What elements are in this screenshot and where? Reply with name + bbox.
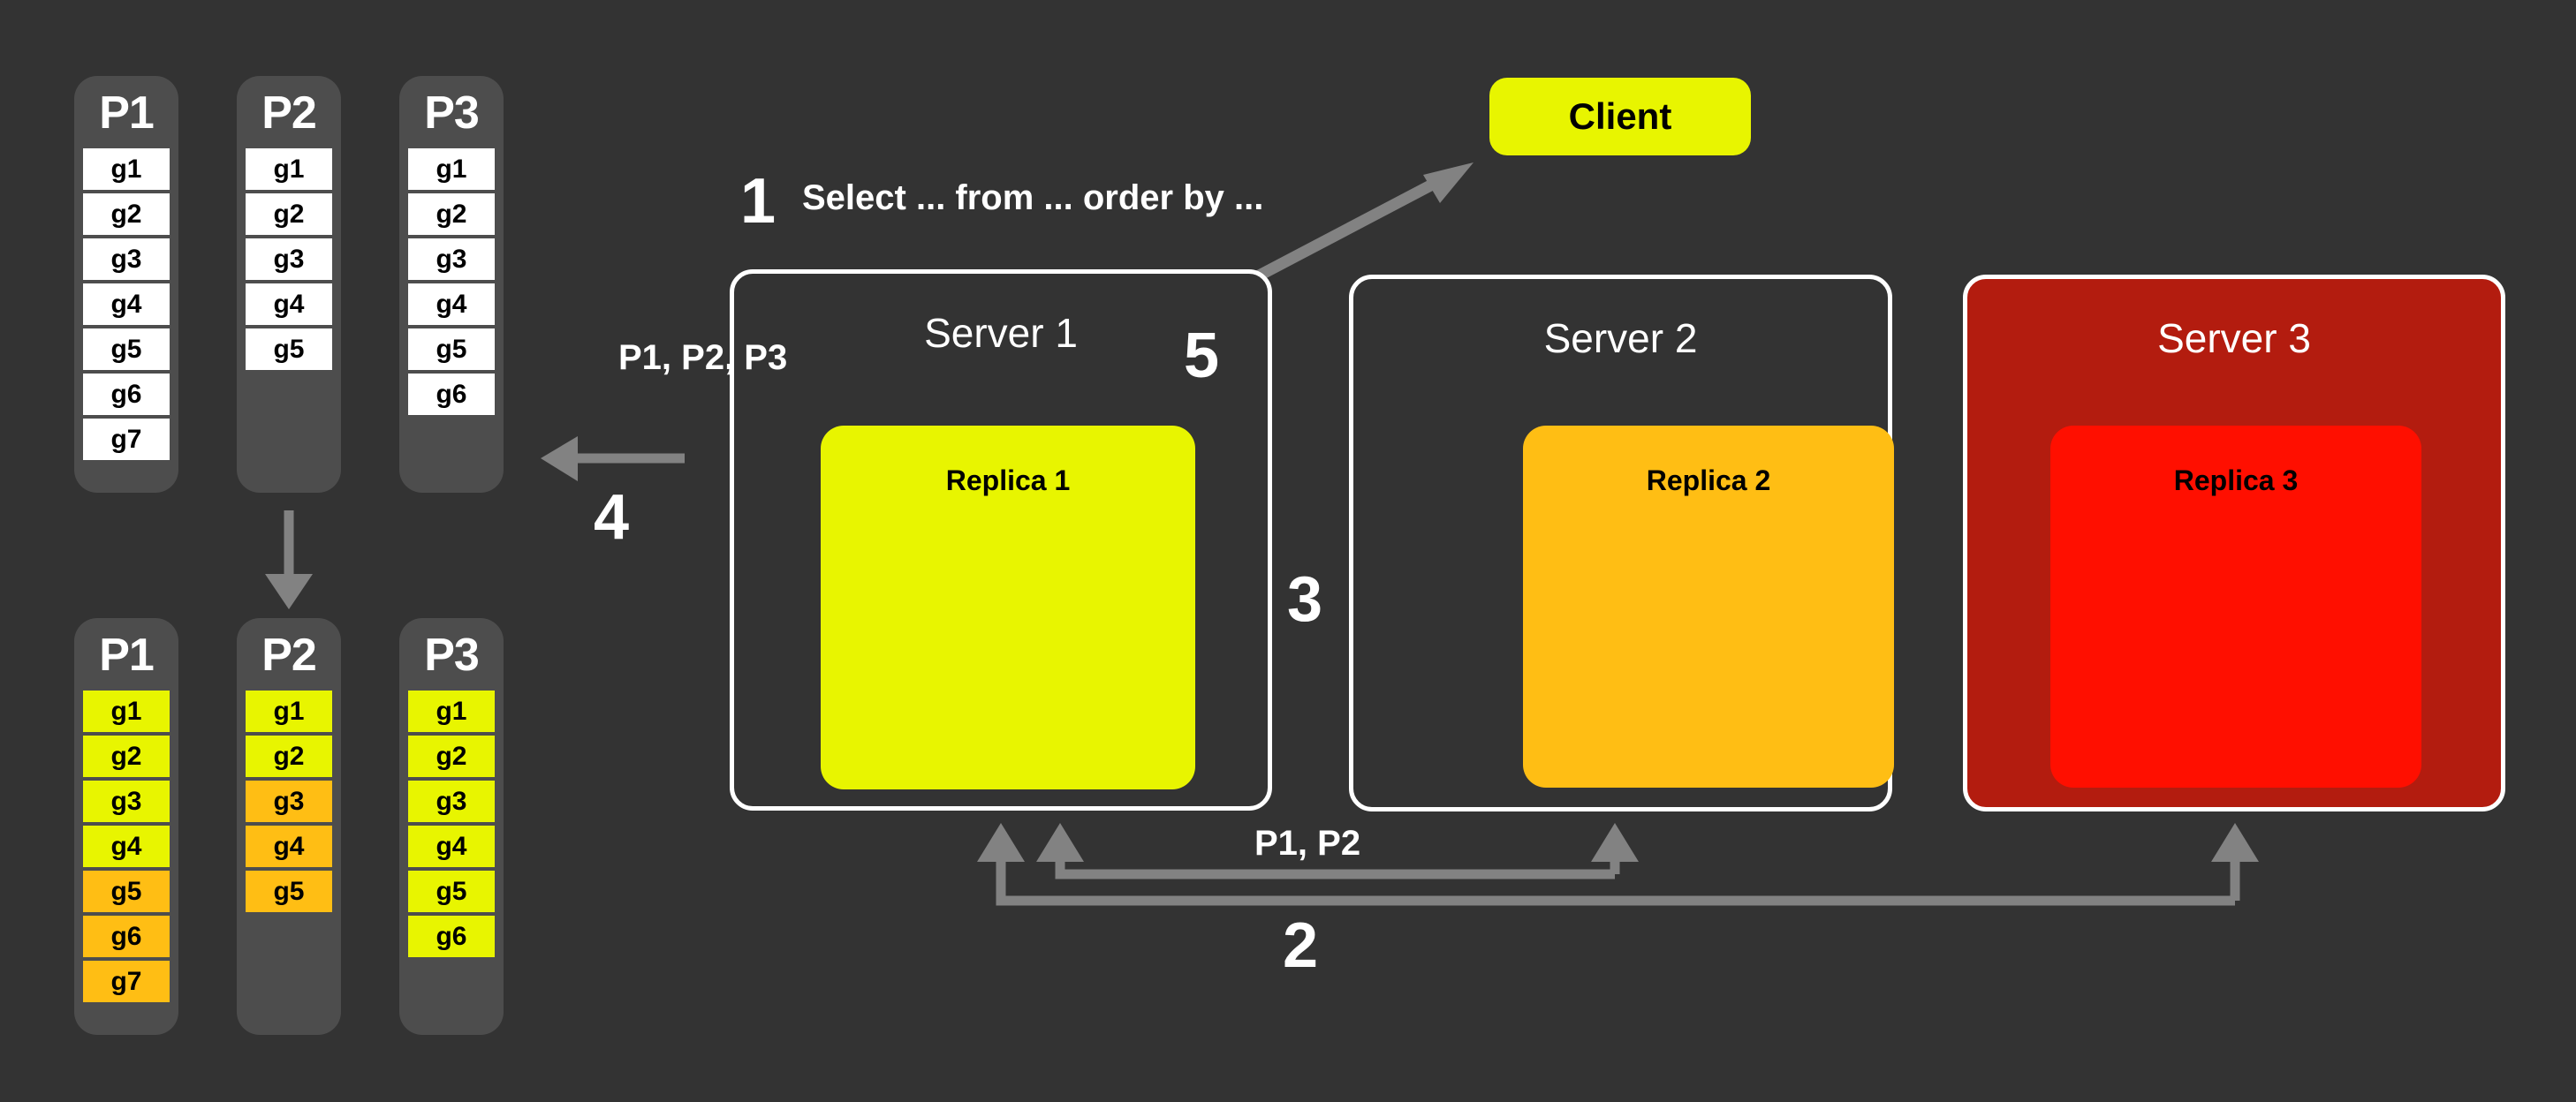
server-2-box[interactable]: Server 2 Replica 2: [1349, 275, 1894, 811]
replica-1-box[interactable]: Replica 1: [821, 426, 1195, 789]
partition-cell: g2: [408, 736, 495, 777]
partition-cell: g4: [246, 826, 332, 867]
server-1-box[interactable]: Server 1 Replica 1: [730, 269, 1272, 811]
step-2-number: 2: [1283, 910, 1319, 981]
partition-cell: g6: [83, 916, 170, 957]
server-2-title: Server 2: [1543, 315, 1698, 361]
partition-cells: g1 g2 g3 g4 g5 g6 g7: [83, 148, 170, 460]
partition-title: P3: [424, 87, 480, 139]
partition-cell: g4: [408, 283, 495, 325]
partition-cells: g1 g2 g3 g4 g5: [246, 691, 332, 912]
replica-1-label: Replica 1: [945, 464, 1071, 496]
partition-title: P2: [261, 630, 317, 681]
partition-cell: g1: [246, 691, 332, 732]
partition-cell: g5: [83, 328, 170, 370]
partition-cell: g6: [408, 374, 495, 415]
partition-cell: g3: [83, 238, 170, 280]
result-partitions-label: P1, P2, P3: [618, 338, 788, 377]
replica-3-label: Replica 3: [2173, 464, 2299, 496]
step-4-number: 4: [594, 482, 630, 553]
arrow-result-out: [541, 436, 685, 481]
server-1-title: Server 1: [924, 310, 1078, 356]
partition-cell: g5: [83, 871, 170, 912]
partition-column-p1-before: P1 g1 g2 g3 g4 g5 g6 g7: [74, 76, 178, 493]
query-label: Select ... from ... order by ...: [802, 178, 1264, 217]
partition-cell: g3: [408, 781, 495, 822]
partition-cell: g4: [246, 283, 332, 325]
partition-cell: g4: [83, 826, 170, 867]
partition-cell: g5: [246, 328, 332, 370]
partition-title: P1: [99, 630, 155, 681]
step-3-number: 3: [1287, 564, 1323, 635]
partition-cell: g3: [246, 238, 332, 280]
client-label: Client: [1568, 95, 1672, 137]
client-box[interactable]: Client: [1489, 78, 1751, 155]
partition-cell: g4: [408, 826, 495, 867]
partition-column-p3-before: P3 g1 g2 g3 g4 g5 g6: [399, 76, 504, 493]
partition-cell: g5: [408, 871, 495, 912]
partition-cell: g1: [246, 148, 332, 190]
partition-cells: g1 g2 g3 g4 g5 g6 g7: [83, 691, 170, 1002]
arrow-server3-to-server1: [977, 823, 2259, 906]
replica-2-box[interactable]: Replica 2: [1523, 426, 1894, 788]
partition-cells: g1 g2 g3 g4 g5 g6: [408, 148, 495, 415]
partition-column-p2-after: P2 g1 g2 g3 g4 g5: [237, 618, 341, 1035]
partition-cell: g2: [83, 736, 170, 777]
partition-cell: g2: [83, 193, 170, 235]
partition-cell: g5: [408, 328, 495, 370]
partition-title: P3: [424, 630, 480, 681]
partition-cell: g1: [83, 148, 170, 190]
server-3-title: Server 3: [2157, 315, 2311, 361]
partition-cell: g2: [246, 193, 332, 235]
partition-cell: g1: [408, 691, 495, 732]
partition-cells: g1 g2 g3 g4 g5 g6: [408, 691, 495, 957]
partition-cells: g1 g2 g3 g4 g5: [246, 148, 332, 370]
partition-cell: g7: [83, 961, 170, 1002]
replica-2-label: Replica 2: [1646, 464, 1771, 496]
partition-title: P2: [261, 87, 317, 139]
partition-cell: g6: [408, 916, 495, 957]
replica-3-box[interactable]: Replica 3: [2050, 426, 2421, 788]
partition-title: P1: [99, 87, 155, 139]
partition-cell: g4: [83, 283, 170, 325]
server-3-box[interactable]: Server 3 Replica 3: [1963, 275, 2505, 811]
transferred-partitions-label: P1, P2: [1254, 824, 1361, 863]
partition-cell: g1: [408, 148, 495, 190]
partition-cell: g3: [408, 238, 495, 280]
partition-column-p2-before: P2 g1 g2 g3 g4 g5: [237, 76, 341, 493]
partition-cell: g1: [83, 691, 170, 732]
arrow-p2-reshuffle: [265, 510, 313, 609]
partition-cell: g6: [83, 374, 170, 415]
partition-cell: g5: [246, 871, 332, 912]
step-5-number: 5: [1184, 321, 1220, 391]
partition-cell: g2: [246, 736, 332, 777]
partition-column-p3-after: P3 g1 g2 g3 g4 g5 g6: [399, 618, 504, 1035]
partition-cell: g2: [408, 193, 495, 235]
step-1-number: 1: [740, 166, 777, 237]
partition-cell: g3: [246, 781, 332, 822]
partition-cell: g3: [83, 781, 170, 822]
partition-column-p1-after: P1 g1 g2 g3 g4 g5 g6 g7: [74, 618, 178, 1035]
partition-cell: g7: [83, 419, 170, 460]
